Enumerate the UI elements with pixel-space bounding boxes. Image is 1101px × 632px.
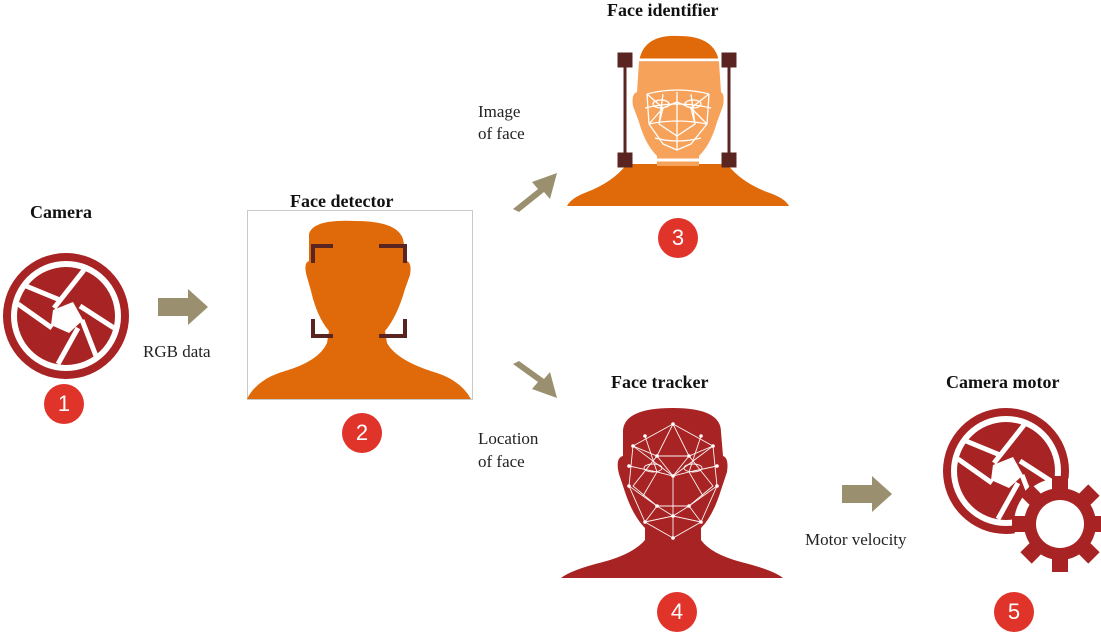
edge-label-motor-velocity: Motor velocity	[805, 530, 907, 549]
step-badge-5: 5	[994, 592, 1034, 632]
face-detector-title: Face detector	[290, 191, 394, 211]
step-badge-1: 1	[44, 384, 84, 424]
face-detector-silhouette-icon	[247, 220, 471, 399]
face-tracker-title: Face tracker	[611, 372, 709, 392]
edge-label-rgb-data: RGB data	[143, 342, 211, 361]
camera-motor-aperture-gear-icon	[943, 408, 1101, 572]
arrow-icon	[158, 289, 208, 325]
edge-label-image-line1: Image	[478, 102, 521, 121]
step-badge-2: 2	[342, 413, 382, 453]
face-identifier-title: Face identifier	[607, 0, 719, 20]
edge-label-location-line1: Location	[478, 429, 539, 448]
arrow-down-right-icon	[513, 361, 557, 398]
camera-title: Camera	[30, 202, 92, 222]
arrow-icon	[842, 476, 892, 512]
edge-label-location-line2: of face	[478, 452, 525, 471]
camera-aperture-icon	[3, 253, 129, 379]
arrow-up-right-icon	[513, 173, 557, 212]
step-badge-4: 4	[657, 592, 697, 632]
edge-label-image-line2: of face	[478, 124, 525, 143]
face-tracker-silhouette-icon	[561, 408, 783, 578]
face-identifier-silhouette-icon	[567, 35, 789, 206]
step-badge-3: 3	[658, 218, 698, 258]
camera-motor-title: Camera motor	[946, 372, 1060, 392]
